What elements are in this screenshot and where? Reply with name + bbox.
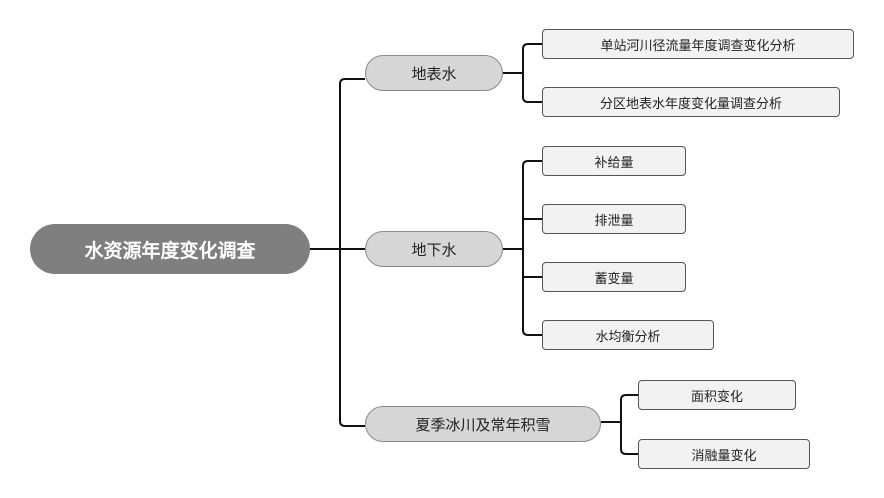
leaf-node-melt-change[interactable]: 消融量变化 bbox=[638, 439, 810, 469]
leaf-node-recharge[interactable]: 补给量 bbox=[542, 146, 686, 176]
leaf-node-station-runoff[interactable]: 单站河川径流量年度调查变化分析 bbox=[542, 29, 854, 59]
branch-node-glacier-snow[interactable]: 夏季冰川及常年积雪 bbox=[365, 406, 601, 442]
branch-node-surface-water[interactable]: 地表水 bbox=[365, 55, 503, 91]
leaf-node-storage-change[interactable]: 蓄变量 bbox=[542, 262, 686, 292]
leaf-node-water-balance[interactable]: 水均衡分析 bbox=[542, 320, 714, 350]
leaf-node-discharge[interactable]: 排泄量 bbox=[542, 204, 686, 234]
leaf-node-area-change[interactable]: 面积变化 bbox=[638, 380, 796, 410]
branch-node-groundwater[interactable]: 地下水 bbox=[365, 231, 503, 267]
leaf-node-zone-surface-water[interactable]: 分区地表水年度变化量调查分析 bbox=[542, 87, 840, 117]
root-node[interactable]: 水资源年度变化调查 bbox=[30, 224, 310, 274]
